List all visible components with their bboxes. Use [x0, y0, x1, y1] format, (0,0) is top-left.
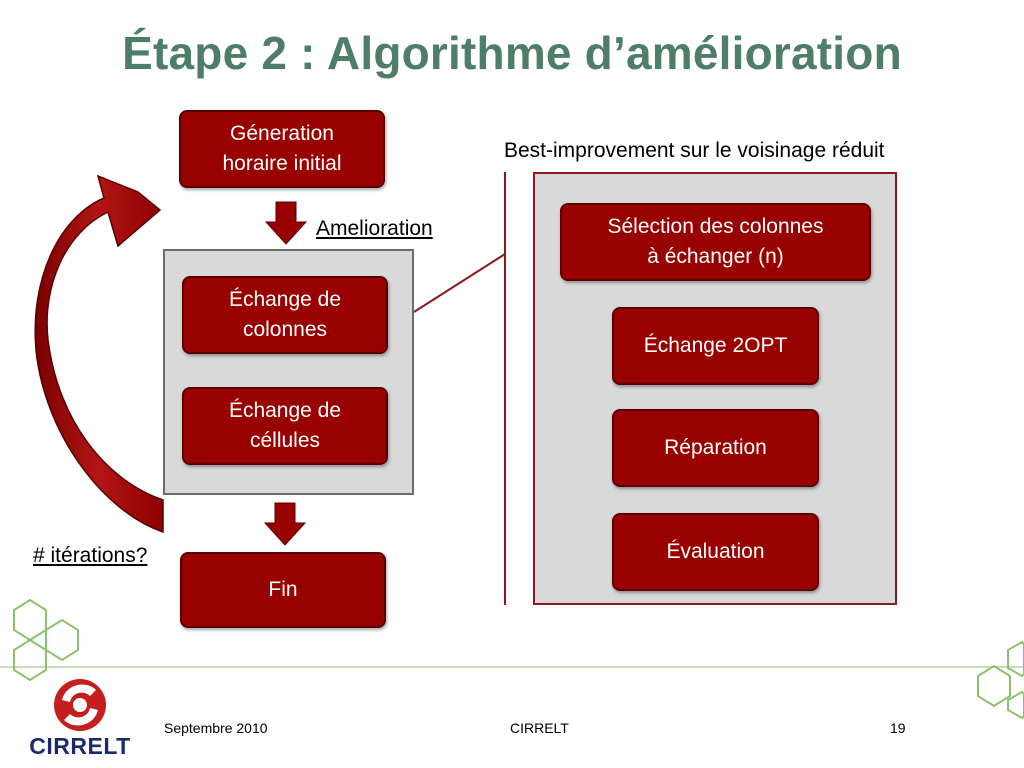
hexagon-decoration-left — [13, 598, 79, 682]
evaluation-box: Évaluation — [612, 513, 819, 591]
zoom-connector-line — [413, 253, 506, 313]
logo-wordmark: CIRRELT — [29, 733, 131, 759]
select-columns-box: Sélection des colonnes à échanger (n) — [560, 203, 871, 281]
detail-heading: Best-improvement sur le voisinage réduit — [504, 139, 885, 162]
loop-back-arrow — [34, 174, 164, 534]
cirrelt-logo-icon — [54, 679, 106, 731]
hexagon-decoration-right — [977, 640, 1024, 720]
swap-2opt-box: Échange 2OPT — [612, 307, 819, 385]
slide-title: Étape 2 : Algorithme d’amélioration — [122, 27, 902, 79]
down-arrow-icon — [263, 502, 307, 546]
improvement-label: Amelioration — [316, 217, 433, 240]
iterations-label: # itérations? — [33, 544, 148, 567]
down-arrow-icon — [264, 201, 308, 245]
swap-columns-box: Échange de colonnes — [182, 276, 388, 354]
repair-box: Réparation — [612, 409, 819, 487]
swap-cells-box: Échange de céllules — [182, 387, 388, 465]
footer-organization: CIRRELT — [510, 720, 569, 736]
slide-number: 19 — [890, 720, 906, 736]
initial-schedule-box: Géneration horaire initial — [179, 110, 385, 188]
end-box: Fin — [180, 552, 386, 628]
footer-date: Septembre 2010 — [164, 720, 268, 736]
